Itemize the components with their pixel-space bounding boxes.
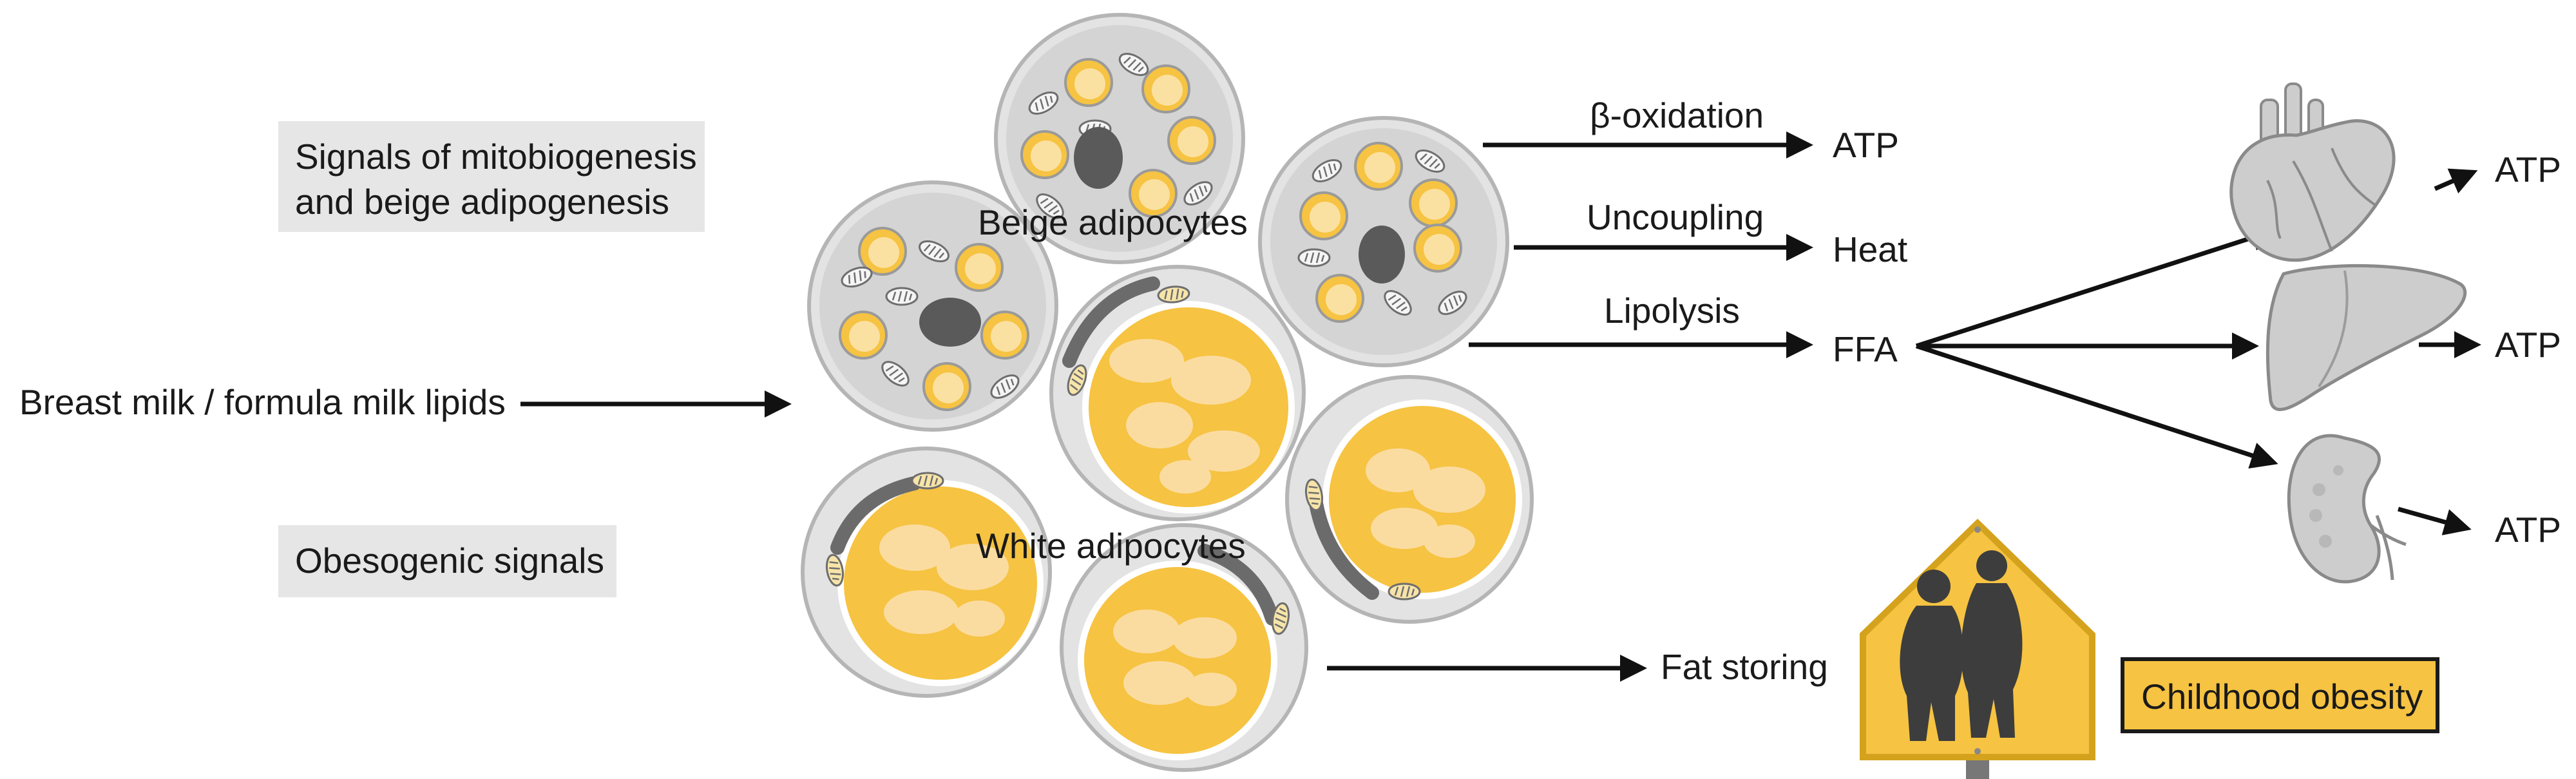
beige-adipocytes-label: Beige adipocytes — [978, 202, 1248, 242]
nucleus-shape — [1359, 226, 1405, 284]
product-atp: ATP — [1833, 125, 1899, 165]
kidney-icon — [2287, 434, 2407, 584]
beige-adipocyte-cell — [1258, 116, 1509, 367]
kidney-atp-arrow — [2398, 506, 2472, 535]
input-label: Breast milk / formula milk lipids — [19, 382, 506, 422]
heart-atp-arrow — [2434, 168, 2478, 194]
process-lipolysis: Lipolysis — [1604, 291, 1740, 331]
process-uncoupling: Uncoupling — [1587, 197, 1764, 237]
white-adipocyte-cell — [1049, 265, 1306, 521]
heart-icon — [2229, 82, 2396, 262]
white-adipocyte-cell — [801, 447, 1052, 698]
fat-storing-label: Fat storing — [1661, 647, 1828, 687]
liver-icon — [2266, 264, 2467, 411]
ffa-heart-arrow — [1915, 224, 2278, 349]
product-heat: Heat — [1833, 229, 1908, 269]
liver-atp-label: ATP — [2495, 325, 2561, 365]
signals-beige-line2: and beige adipogenesis — [295, 182, 670, 222]
childhood-obesity-box: Childhood obesity — [2121, 657, 2439, 733]
kidney-atp-label: ATP — [2495, 510, 2561, 550]
process-beta-oxidation: β-oxidation — [1590, 95, 1764, 135]
white-adipocyte-cell — [1060, 523, 1308, 772]
signals-beige-box: Signals of mitobiogenesis and beige adip… — [278, 121, 705, 232]
white-adipocyte-cell — [1285, 375, 1534, 624]
arrows — [520, 131, 2481, 682]
obesogenic-signals-box: Obesogenic signals — [278, 525, 616, 597]
beige-adipocyte-cell — [807, 180, 1058, 432]
signals-beige-line1: Signals of mitobiogenesis — [295, 137, 697, 177]
nucleus-shape — [1074, 127, 1123, 189]
beige-adipocyte-cell — [994, 13, 1245, 264]
nucleus-shape — [919, 298, 981, 347]
obesogenic-signals-label: Obesogenic signals — [295, 541, 605, 581]
product-ffa: FFA — [1833, 329, 1898, 369]
ffa-kidney-arrow — [1915, 343, 2278, 469]
childhood-obesity-label: Childhood obesity — [2141, 677, 2423, 716]
white-adipocytes-label: White adipocytes — [976, 526, 1246, 566]
school-crossing-sign-icon — [1860, 519, 2095, 779]
heart-atp-label: ATP — [2495, 149, 2561, 189]
